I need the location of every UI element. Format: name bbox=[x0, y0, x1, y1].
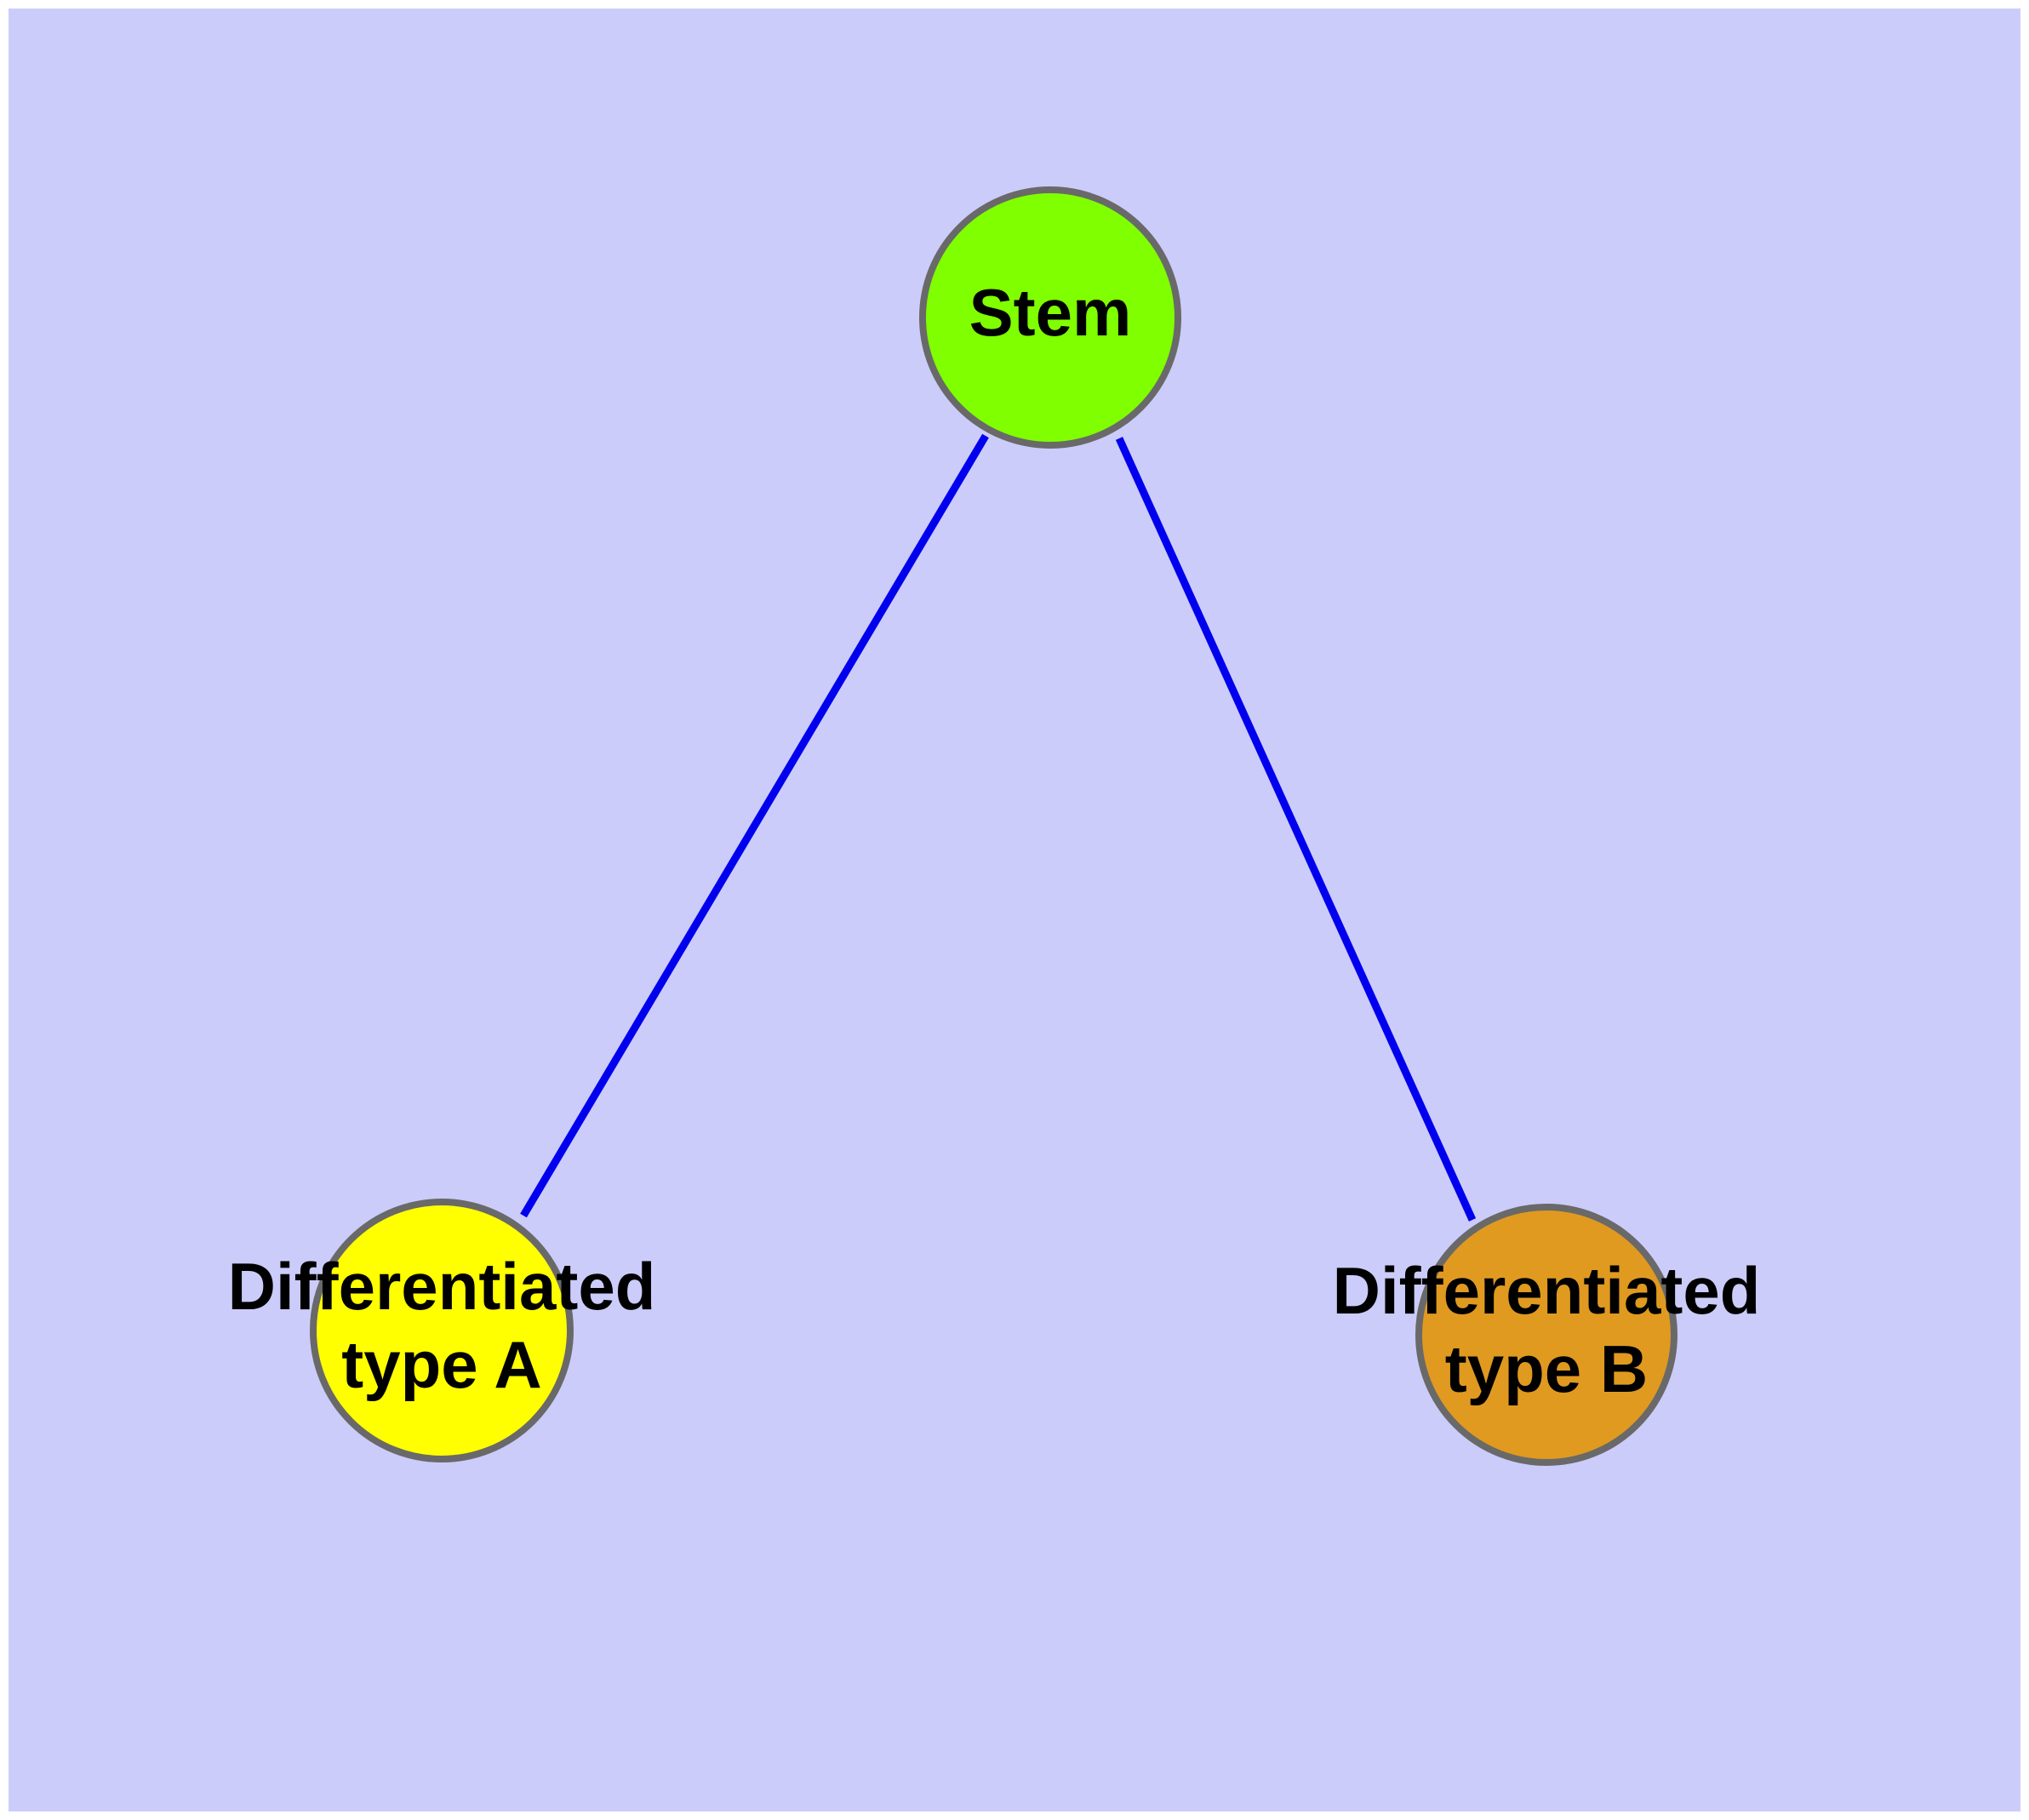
edge-stem-to-differentiated-type-b[interactable] bbox=[1115, 437, 1477, 1222]
node-differentiated-type-b-label-line-2: type B bbox=[1445, 1331, 1648, 1406]
node-differentiated-type-a-label-line-1: Differentiated bbox=[228, 1249, 656, 1324]
node-differentiated-type-a-label-line-2: type A bbox=[341, 1327, 542, 1402]
node-differentiated-type-b-label-line-1: Differentiated bbox=[1333, 1253, 1761, 1328]
edges-layer bbox=[520, 433, 1477, 1222]
node-differentiated-type-a-circle[interactable] bbox=[310, 1199, 574, 1462]
node-differentiated-type-b-circle[interactable] bbox=[1415, 1204, 1677, 1466]
node-stem-circle[interactable] bbox=[919, 186, 1181, 449]
node-stem-label-line-1: Stem bbox=[969, 275, 1132, 350]
node-stem-label: Stem bbox=[969, 275, 1132, 350]
node-stem[interactable]: Stem bbox=[919, 186, 1181, 449]
edge-stem-to-differentiated-type-a[interactable] bbox=[520, 433, 989, 1218]
